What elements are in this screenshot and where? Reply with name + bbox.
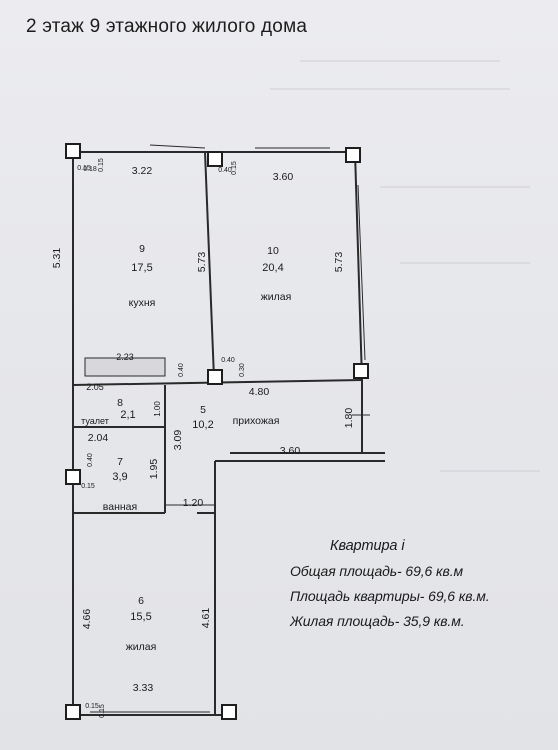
dim-toilet-side: 1.00 (153, 401, 162, 417)
dim-living2-right: 4.61 (200, 608, 212, 629)
wall-kitchen-living (204, 151, 215, 379)
dim-w40a: 0.40 (178, 363, 185, 377)
dim-s15e: 0.15 (77, 165, 91, 172)
dim-hall-right: 1.80 (343, 408, 355, 429)
room-area-living1: 20,4 (262, 262, 283, 274)
summary-heading: Квартира і (330, 538, 405, 554)
room-number-bath: 7 (117, 456, 123, 468)
room-area-bath: 3,9 (112, 471, 127, 483)
faded-text-line (300, 60, 500, 62)
dim-w40b: 0.40 (221, 357, 235, 364)
room-number-living2: 6 (138, 595, 144, 607)
dim-door-width: 1.20 (183, 497, 204, 509)
faded-text-line (380, 186, 530, 188)
room-name-kitchen: кухня (129, 297, 156, 309)
column (65, 469, 81, 485)
faded-text-line (400, 262, 530, 264)
living-area-line: Жилая площадь- 35,9 кв.м. (290, 613, 465, 629)
dim-s15a: 0.15 (98, 158, 105, 172)
apartment-area-line: Площадь квартиры- 69,6 кв.м. (290, 588, 490, 604)
dim-kitchen-left: 5.31 (51, 248, 63, 269)
dim-corridor-side: 3.09 (172, 430, 184, 451)
dim-s15c: 0.15 (81, 483, 95, 490)
dim-kitchen-bottom: 2.23 (116, 352, 134, 362)
total-area-line: Общая площадь- 69,6 кв.м (290, 563, 464, 579)
column (353, 363, 369, 379)
faded-text-line (440, 470, 540, 472)
dim-s18: 0.18 (83, 166, 97, 173)
window-kitchen (149, 144, 206, 149)
dim-living2-bottom: 3.33 (133, 682, 154, 694)
dim-living1-right: 5.73 (333, 252, 345, 273)
dim-bath-side: 1.95 (148, 459, 160, 480)
plan-title: 2 этаж 9 этажного жилого дома (26, 16, 308, 37)
window-living1-side (357, 184, 366, 361)
dim-bath-top: 2.04 (88, 432, 109, 444)
dim-s15d: 0.15 (99, 704, 106, 718)
room-number-living1: 10 (267, 245, 279, 257)
column (207, 151, 223, 167)
dim-hall-width: 4.80 (249, 386, 270, 398)
column (207, 369, 223, 385)
room-name-hall: прихожая (233, 415, 280, 427)
dim-living2-left: 4.66 (81, 609, 93, 630)
column (65, 143, 81, 159)
dim-kitchen-width: 3.22 (132, 165, 153, 177)
dim-w40c: 0.40 (87, 453, 94, 467)
outer-wall-right (354, 151, 363, 381)
dim-s15f: 0.15 (85, 703, 99, 710)
faded-text-line (270, 88, 510, 90)
dim-w30: 0.30 (239, 363, 246, 377)
column (345, 147, 361, 163)
room-name-living1: жилая (261, 291, 292, 303)
column (65, 704, 81, 720)
area-summary: Квартира і Общая площадь- 69,6 кв.м Площ… (290, 538, 556, 638)
room-number-toilet: 8 (117, 397, 123, 409)
dim-living1-width: 3.60 (273, 171, 294, 183)
room-area-toilet: 2,1 (120, 409, 135, 421)
room-area-kitchen: 17,5 (131, 262, 152, 274)
dim-hall-lower: 3.60 (280, 445, 301, 457)
dim-kitchen-right: 5.73 (196, 252, 208, 273)
room-name-living2: жилая (126, 641, 157, 653)
room-name-bath: ванная (103, 501, 137, 513)
room-area-hall: 10,2 (192, 419, 213, 431)
dim-w40d: 0.40 (218, 167, 232, 174)
room-number-kitchen: 9 (139, 243, 145, 255)
room-area-living2: 15,5 (130, 611, 151, 623)
dim-s15b: 0.15 (231, 161, 238, 175)
column (221, 704, 237, 720)
room-name-toilet: туалет (81, 416, 109, 426)
room-number-hall: 5 (200, 404, 206, 416)
kitchen-balcony-unit (84, 357, 166, 377)
dim-toilet-top: 2.05 (86, 382, 104, 392)
